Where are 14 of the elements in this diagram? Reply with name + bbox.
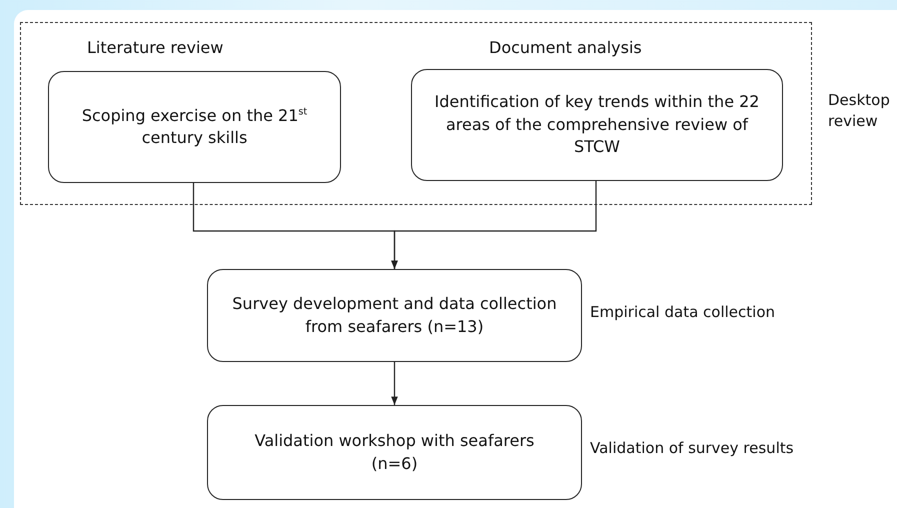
box-text: Scoping exercise on the 21$^{st}$ century skills: [80, 104, 308, 149]
box-text: Validation workshop with seafarers (n=6): [254, 430, 536, 474]
box-heading: Literature review: [87, 38, 224, 57]
box-text: Identification of key trends within the 22 areas of the comprehensive review of STCW: [434, 91, 760, 158]
stage-label: Validation of survey results: [590, 438, 795, 459]
stage-label: Empirical data collection: [590, 302, 776, 323]
arrow: [391, 180, 597, 269]
stage-label: Desktop review: [828, 90, 891, 132]
process-box: [207, 269, 582, 362]
box-text: Survey development and data collection from seafarers (n=13): [231, 293, 558, 338]
box-heading: Document analysis: [489, 38, 642, 57]
arrow: [391, 362, 398, 405]
dashed-group-box: [20, 22, 812, 205]
process-box: [207, 405, 582, 500]
